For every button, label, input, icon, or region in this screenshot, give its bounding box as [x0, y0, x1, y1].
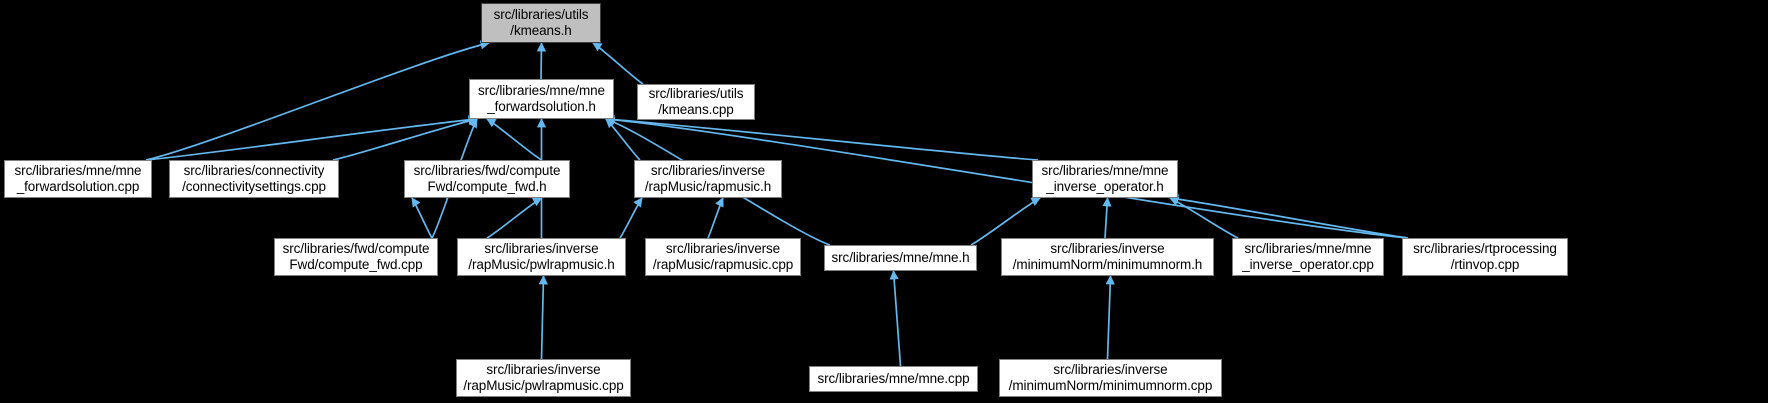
- node-mne-forwardsolution-h[interactable]: src/libraries/mne/mne _forwardsolution.h: [469, 79, 614, 119]
- edge-mne_forwardsolution_h-to-kmeans_h: [536, 42, 547, 80]
- node-connectivitysettings-cpp[interactable]: src/libraries/connectivity /connectivity…: [169, 160, 339, 198]
- edge-pwlrapmusic_h-to-rapmusic_h: [619, 197, 643, 239]
- node-compute-fwd-h[interactable]: src/libraries/fwd/compute Fwd/compute_fw…: [404, 160, 570, 198]
- node-label-line2: /rapMusic/rapmusic.h: [644, 179, 772, 194]
- node-label-line1: src/libraries/inverse: [486, 362, 601, 377]
- node-compute-fwd-cpp[interactable]: src/libraries/fwd/compute Fwd/compute_fw…: [274, 238, 438, 276]
- node-label-line2: /kmeans.h: [510, 23, 572, 38]
- node-label-line1: src/libraries/mne/mne: [478, 83, 605, 98]
- node-rapmusic-cpp[interactable]: src/libraries/inverse /rapMusic/rapmusic…: [645, 238, 801, 276]
- edge-mne_inverse_operator_cpp-to-mne_inverse_operator_h: [1169, 197, 1239, 239]
- node-label-line1: src/libraries/utils: [493, 7, 589, 22]
- edge-compute_fwd_h-to-mne_forwardsolution_h: [486, 118, 542, 161]
- node-label-line2: _forwardsolution.cpp: [16, 179, 140, 194]
- node-label-line2: Fwd/compute_fwd.h: [427, 179, 547, 194]
- edge-rapmusic_cpp-to-rapmusic_h: [707, 197, 724, 239]
- node-mne-cpp[interactable]: src/libraries/mne/mne.cpp: [809, 366, 978, 392]
- node-label-line2: _inverse_operator.cpp: [1242, 257, 1374, 272]
- node-label-line1: src/libraries/utils: [648, 86, 744, 101]
- node-label-line1: src/libraries/inverse: [1053, 362, 1168, 377]
- edge-pwlrapmusic_h-to-compute_fwd_h: [486, 197, 543, 239]
- node-label-line1: src/libraries/inverse: [484, 241, 599, 256]
- node-label-line2: /connectivitysettings.cpp: [182, 179, 326, 194]
- node-mne-h[interactable]: src/libraries/mne/mne.h: [824, 245, 977, 271]
- edge-mne_cpp-to-mne_h: [889, 270, 902, 367]
- node-label-line2: /rtinvop.cpp: [1450, 257, 1520, 272]
- edge-rapmusic_h-to-mne_forwardsolution_h: [605, 118, 641, 161]
- edge-mne_inverse_operator_h-to-mne_forwardsolution_h: [605, 114, 1039, 161]
- node-label-line2: /minimumNorm/minimumnorm.cpp: [1008, 378, 1213, 393]
- node-minimumnorm-h[interactable]: src/libraries/inverse /minimumNorm/minim…: [1001, 238, 1214, 276]
- node-minimumnorm-cpp[interactable]: src/libraries/inverse /minimumNorm/minim…: [999, 359, 1222, 397]
- node-label-line1: src/libraries/mne/mne: [14, 163, 142, 178]
- node-label-line2: /rapMusic/pwlrapmusic.h: [468, 257, 615, 272]
- edge-minimumnorm_cpp-to-minimumnorm_h: [1105, 275, 1115, 360]
- node-rtinvop-cpp[interactable]: src/libraries/rtprocessing /rtinvop.cpp: [1402, 238, 1568, 276]
- node-rapmusic-h[interactable]: src/libraries/inverse /rapMusic/rapmusic…: [634, 160, 782, 198]
- node-kmeans-h[interactable]: src/libraries/utils /kmeans.h: [481, 3, 601, 43]
- node-label-line1: src/libraries/mne/mne: [1244, 241, 1372, 256]
- edge-minimumnorm_h-to-mne_inverse_operator_h: [1102, 197, 1112, 239]
- node-label-line1: src/libraries/mne/mne: [1041, 163, 1169, 178]
- node-label-line2: _inverse_operator.h: [1046, 179, 1164, 194]
- edge-pwlrapmusic_cpp-to-pwlrapmusic_h: [538, 275, 548, 360]
- node-kmeans-cpp[interactable]: src/libraries/utils /kmeans.cpp: [637, 84, 755, 120]
- node-label-line1: src/libraries/rtprocessing: [1413, 241, 1557, 256]
- node-label-line2: /kmeans.cpp: [658, 102, 734, 117]
- node-label-line1: src/libraries/inverse: [1050, 241, 1165, 256]
- edge-compute_fwd_cpp-to-compute_fwd_h: [411, 197, 433, 239]
- node-label-line1: src/libraries/mne/mne.cpp: [817, 371, 970, 386]
- node-label-line1: src/libraries/mne/mne.h: [831, 250, 970, 265]
- node-label-line1: src/libraries/fwd/compute: [413, 163, 561, 178]
- node-pwlrapmusic-cpp[interactable]: src/libraries/inverse /rapMusic/pwlrapmu…: [456, 359, 631, 397]
- node-pwlrapmusic-h[interactable]: src/libraries/inverse /rapMusic/pwlrapmu…: [457, 238, 626, 276]
- edge-connectivitysettings_cpp-to-mne_forwardsolution_h: [332, 116, 478, 161]
- node-mne-inverse-operator-cpp[interactable]: src/libraries/mne/mne _inverse_operator.…: [1232, 238, 1384, 276]
- node-label-line2: /rapMusic/rapmusic.cpp: [652, 257, 794, 272]
- node-mne-inverse-operator-h[interactable]: src/libraries/mne/mne _inverse_operator.…: [1032, 160, 1178, 198]
- edge-mne_forwardsolution_cpp-to-mne_forwardsolution_h: [145, 115, 478, 161]
- node-label-line1: src/libraries/inverse: [650, 163, 766, 178]
- node-label-line2: /rapMusic/pwlrapmusic.cpp: [463, 378, 624, 393]
- edge-kmeans_cpp-to-kmeans_h: [592, 42, 644, 85]
- node-label-line2: /minimumNorm/minimumnorm.h: [1012, 257, 1203, 272]
- node-mne-forwardsolution-cpp[interactable]: src/libraries/mne/mne _forwardsolution.c…: [4, 160, 152, 198]
- edge-mne_forwardsolution_cpp-to-kmeans_h: [145, 40, 490, 161]
- edge-rtinvop_cpp-to-mne_inverse_operator_h: [1169, 194, 1409, 239]
- node-label-line1: src/libraries/connectivity: [183, 163, 325, 178]
- node-label-line2: Fwd/compute_fwd.cpp: [289, 257, 423, 272]
- node-label-line1: src/libraries/inverse: [665, 241, 781, 256]
- node-label-line2: _forwardsolution.h: [487, 99, 596, 114]
- node-label-line1: src/libraries/fwd/compute: [282, 241, 430, 256]
